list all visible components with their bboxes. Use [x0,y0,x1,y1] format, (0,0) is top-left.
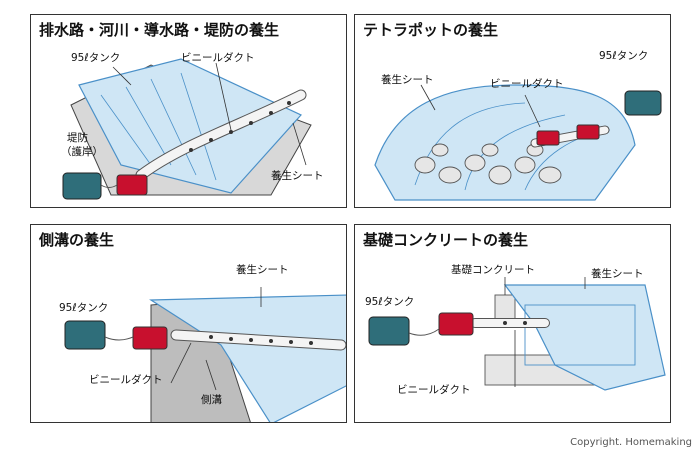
panel-embankment: 排水路・河川・導水路・堤防の養生 95ℓタンク ビニールダクト 堤防 （護岸） … [30,14,347,208]
fuel-tank-icon [368,316,410,346]
curing-sheet [78,58,302,194]
heater-icon [438,312,474,336]
vinyl-duct [171,330,346,350]
bank-label: 堤防 [67,132,88,144]
panel-tetrapod: テトラポットの養生 95ℓタンク 養生シート ビニールダクト [354,14,671,208]
gutter-label: 側溝 [201,394,222,406]
panel-title: テトラポットの養生 [363,21,499,39]
sheet-label: 養生シート [591,268,644,280]
heater-icon [116,174,148,196]
gutter-illustration [64,287,346,422]
bank-sublabel: （護岸） [61,146,103,158]
tetrapod-illustration [374,84,662,201]
tank-label: 95ℓタンク [599,50,649,62]
panel-foundation: 基礎コンクリートの養生 基礎コンクリート 養生シート 95ℓタンク ビニールダク… [354,224,671,423]
foundation-illustration [368,277,666,391]
tank-label: 95ℓタンク [59,302,109,314]
heater-icon [576,124,600,140]
duct-label: ビニールダクト [490,78,564,90]
copyright: Copyright. Homemaking [570,437,692,448]
heater-icon [536,130,560,146]
duct-label: ビニールダクト [89,374,163,386]
panel-title: 排水路・河川・導水路・堤防の養生 [39,21,280,39]
concrete-label: 基礎コンクリート [451,264,535,276]
fuel-tank-icon [64,320,106,350]
sheet-label: 養生シート [236,264,289,276]
fuel-tank-icon [62,172,102,200]
panel-title: 基礎コンクリートの養生 [363,231,529,249]
vinyl-duct [136,90,306,180]
sheet-label: 養生シート [381,74,434,86]
fuel-tank-icon [624,90,662,116]
heater-icon [132,326,168,350]
panel-gutter: 側溝の養生 養生シート 95ℓタンク ビニールダクト 側溝 [30,224,347,423]
embankment-illustration [62,58,312,200]
duct-label: ビニールダクト [181,52,255,64]
tank-label: 95ℓタンク [71,52,121,64]
tank-label: 95ℓタンク [365,296,415,308]
duct-label: ビニールダクト [397,384,471,396]
panel-title: 側溝の養生 [39,231,115,249]
sheet-label: 養生シート [271,170,324,182]
